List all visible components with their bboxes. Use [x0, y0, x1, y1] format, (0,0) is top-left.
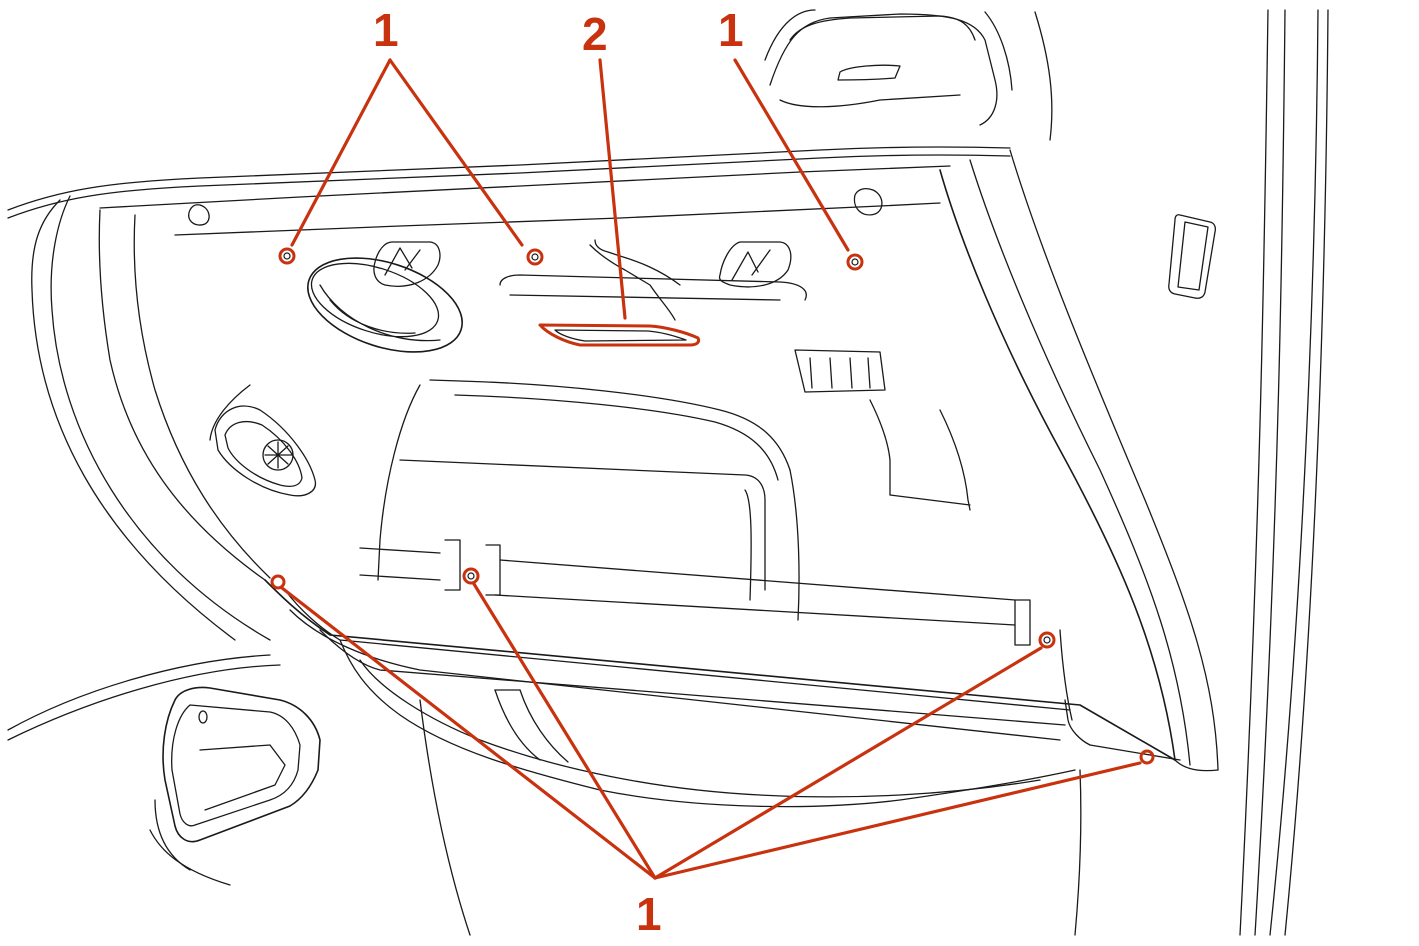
callout-label-top-middle: 2: [582, 8, 608, 60]
fastener-screw: [462, 567, 480, 585]
fastener-screw: [1139, 749, 1155, 765]
fasteners: [270, 247, 1155, 765]
leader-line: [598, 58, 627, 320]
callout-label-top-right: 1: [718, 4, 744, 56]
fastener-screw: [278, 247, 296, 265]
fastener-screw: [846, 253, 864, 271]
fastener-screw: [270, 574, 286, 590]
panel-linework: [7, 9, 1329, 936]
leader-line: [472, 582, 657, 880]
fastener-screw: [1038, 631, 1056, 649]
leader-lines: [280, 58, 1142, 880]
leader-line: [388, 58, 524, 247]
leader-line: [733, 58, 850, 252]
pull-handle-cover: [538, 323, 701, 347]
callout-label-bottom: 1: [636, 888, 662, 940]
leader-line: [653, 761, 1142, 880]
leader-line: [290, 58, 392, 247]
leader-line: [280, 586, 657, 880]
leader-line: [653, 646, 1043, 880]
callout-label-top-left: 1: [373, 4, 399, 56]
fastener-screw: [526, 248, 544, 266]
pull-handle-cover-inner: [554, 329, 687, 342]
